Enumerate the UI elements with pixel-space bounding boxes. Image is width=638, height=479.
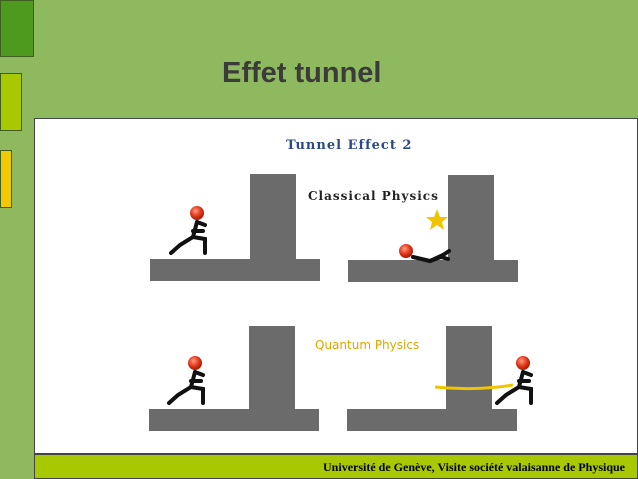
ball [190,206,204,220]
stick-figure [169,220,207,255]
floor [347,409,517,431]
decor-square-green [0,0,34,57]
barrier-wall [250,174,296,262]
classical-scene-after [348,175,518,282]
figure-panel: Tunnel Effect 2 Classical Physics [34,118,638,454]
barrier-wall [448,175,494,263]
slide-title: Effet tunnel [222,57,382,89]
barrier-wall [446,326,492,412]
impact-star-icon [426,209,448,230]
ball [516,356,530,370]
figure-heading: Tunnel Effect 2 [286,138,412,153]
floor [149,409,319,431]
stick-figure [167,370,205,405]
footer-bar: Université de Genève, Visite société val… [34,454,638,479]
floor [150,259,320,281]
barrier-wall [249,326,295,412]
ball [399,244,413,258]
floor [348,260,518,282]
fallen-stick-figure [411,249,451,264]
tunnel-trail [434,383,514,391]
decor-square-yellow [0,150,12,208]
quantum-scene-before [149,326,319,431]
footer-text: Université de Genève, Visite société val… [323,460,625,474]
quantum-scene-after [347,326,533,431]
classical-scene-before [150,174,320,281]
quantum-physics-label: Quantum Physics [315,338,419,352]
classical-physics-label: Classical Physics [308,189,439,203]
tunnel-effect-figure: Tunnel Effect 2 Classical Physics [149,138,533,431]
stick-figure [495,370,533,405]
ball [188,356,202,370]
decor-square-lime [0,73,22,131]
